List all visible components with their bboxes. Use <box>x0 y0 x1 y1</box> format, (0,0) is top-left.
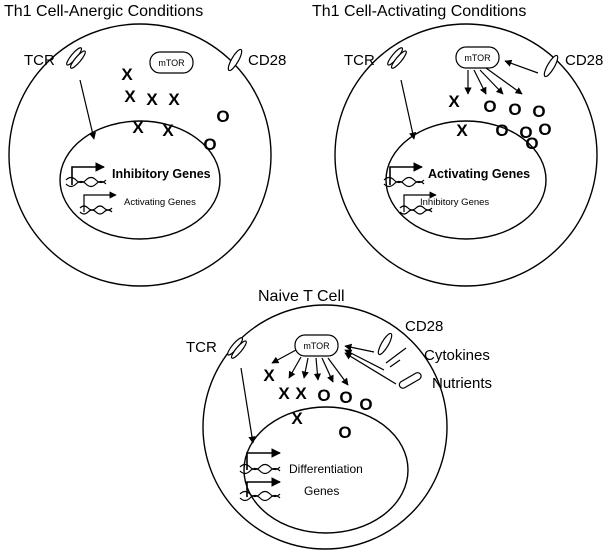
anergic-x-mark: X <box>146 90 158 109</box>
activating-gene-primary-label: Activating Genes <box>428 167 530 181</box>
anergic-cell-membrane <box>8 23 272 287</box>
activating-tcr-receptor <box>387 47 407 69</box>
activating-gene-secondary-label: Inhibitory Genes <box>420 197 489 208</box>
activating-cell-membrane <box>334 23 598 287</box>
activating-panel: Th1 Cell-Activating Conditions TCR CD28 … <box>312 3 603 287</box>
activating-x-mark: X <box>448 92 460 111</box>
anergic-x-mark: X <box>121 65 133 84</box>
naive-mtor-output-arrows <box>271 349 349 386</box>
anergic-o-mark: O <box>216 107 229 126</box>
anergic-x-mark: X <box>124 87 136 106</box>
activating-tcr-label: TCR <box>344 52 375 69</box>
anergic-panel: Th1 Cell-Anergic Conditions TCR CD28 mTO… <box>4 3 286 287</box>
naive-mtor-box <box>294 334 339 357</box>
anergic-gene-primary-label: Inhibitory Genes <box>112 167 211 181</box>
activating-o-mark: O <box>483 97 496 116</box>
naive-input-arrows <box>344 343 397 385</box>
naive-nucleus <box>243 406 409 534</box>
anergic-gene-secondary-label: Activating Genes <box>124 197 196 208</box>
activating-gene-primary: Activating Genes <box>383 162 530 188</box>
activating-o-mark: O <box>538 120 551 139</box>
naive-cytokines-label: Cytokines <box>424 347 490 364</box>
activating-x-mark: X <box>456 121 468 140</box>
anergic-o-mark: O <box>203 135 216 154</box>
anergic-gene-secondary: Activating Genes <box>79 191 196 215</box>
naive-x-mark: X <box>263 366 275 385</box>
naive-tcr-label: TCR <box>186 339 217 356</box>
anergic-x-mark: X <box>132 118 144 137</box>
anergic-mtor-box <box>149 51 194 74</box>
naive-panel: Naive T Cell TCR CD28 Cytokines Nutrient… <box>186 288 492 550</box>
anergic-cd28-label: CD28 <box>248 52 286 69</box>
anergic-mtor-label: mTOR <box>158 58 185 68</box>
naive-nutrients-label: Nutrients <box>432 375 492 392</box>
anergic-x-mark: X <box>162 121 174 140</box>
anergic-tcr-label: TCR <box>24 52 55 69</box>
naive-gene-label-line1: Differentiation <box>289 462 363 476</box>
activating-o-mark: O <box>508 100 521 119</box>
anergic-tcr-receptor <box>66 47 86 69</box>
anergic-tcr-signal-arrow <box>79 79 97 140</box>
activating-o-mark: O <box>519 123 532 142</box>
activating-mtor-label: mTOR <box>464 53 491 63</box>
naive-tcr-signal-arrow <box>240 367 256 444</box>
anergic-gene-primary: Inhibitory Genes <box>65 162 211 188</box>
anergic-title: Th1 Cell-Anergic Conditions <box>4 3 203 20</box>
anergic-cd28-receptor <box>227 48 243 72</box>
naive-cytokine-receptor <box>385 347 407 368</box>
naive-tcr-receptor <box>227 337 247 359</box>
naive-mtor-label: mTOR <box>303 341 330 351</box>
activating-tcr-signal-arrow <box>400 79 417 140</box>
naive-cell-membrane <box>202 304 448 550</box>
naive-cd28-label: CD28 <box>405 318 443 335</box>
activating-o-mark: O <box>495 121 508 140</box>
activating-title: Th1 Cell-Activating Conditions <box>312 3 526 20</box>
naive-o-mark: O <box>339 388 352 407</box>
activating-o-mark: O <box>525 134 538 153</box>
activating-cd28-label: CD28 <box>565 52 603 69</box>
naive-x-mark: X <box>291 409 303 428</box>
naive-gene-label-line2: Genes <box>304 484 339 498</box>
activating-nucleus <box>385 120 547 240</box>
naive-nutrient-transporter <box>398 372 422 389</box>
activating-mtor-output-arrows <box>464 67 523 95</box>
naive-differentiation-gene: Differentiation Genes <box>239 448 363 502</box>
naive-cd28-receptor <box>377 332 393 356</box>
activating-gene-secondary: Inhibitory Genes <box>399 191 489 215</box>
naive-x-mark: X <box>278 384 290 403</box>
anergic-nucleus <box>59 120 221 240</box>
naive-o-mark: O <box>338 423 351 442</box>
activating-o-mark: O <box>532 102 545 121</box>
activating-mtor-box <box>455 46 500 69</box>
naive-title: Naive T Cell <box>258 288 345 305</box>
naive-x-mark: X <box>295 384 307 403</box>
naive-o-mark: O <box>359 395 372 414</box>
activating-cd28-receptor <box>543 54 559 78</box>
naive-o-mark: O <box>317 386 330 405</box>
activating-cd28-to-mtor-arrow <box>504 59 539 74</box>
anergic-x-mark: X <box>168 90 180 109</box>
